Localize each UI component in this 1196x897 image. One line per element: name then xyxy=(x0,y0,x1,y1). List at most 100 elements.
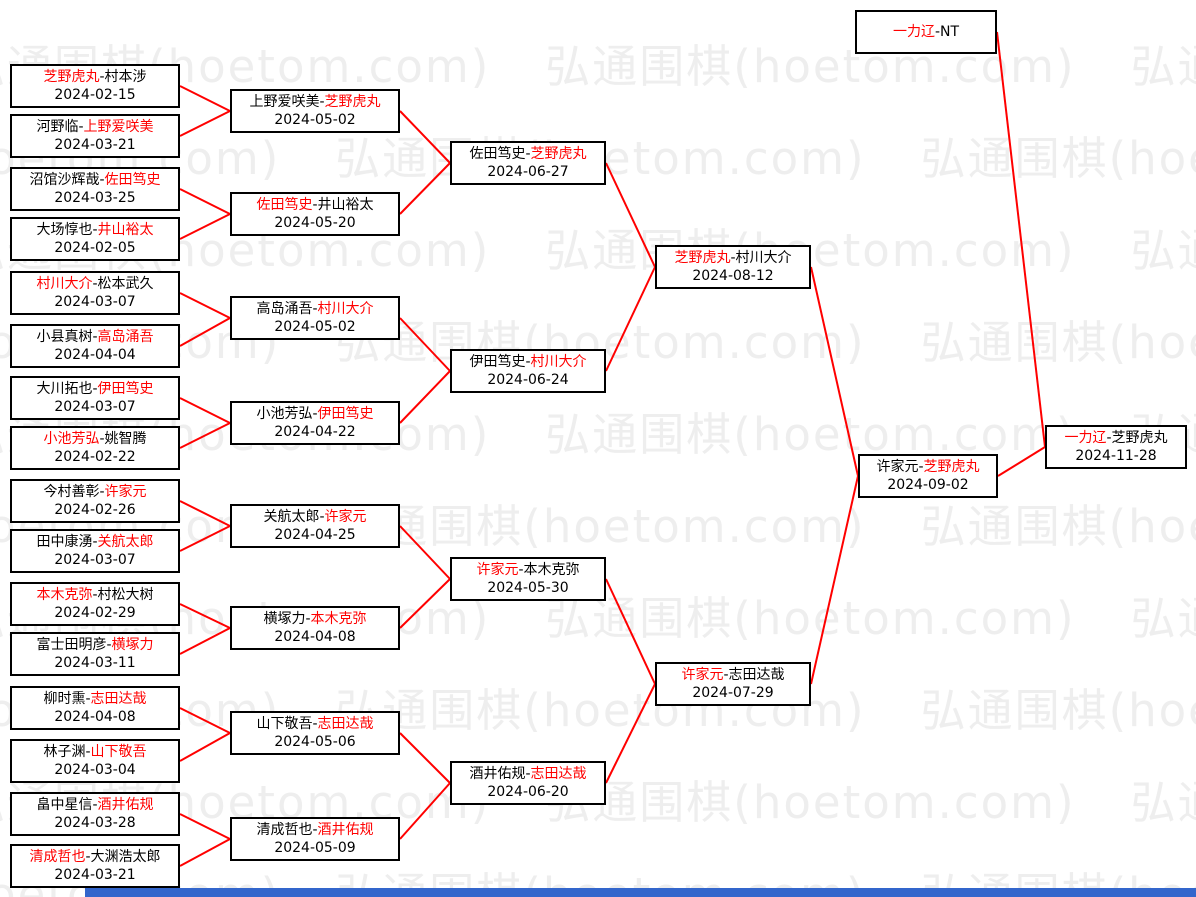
match-players: 许家元-芝野虎丸 xyxy=(876,458,979,476)
match-date: 2024-09-02 xyxy=(887,477,969,493)
player-name: 伊田笃史 xyxy=(469,354,526,370)
match-date: 2024-05-20 xyxy=(274,215,356,231)
match-players: 林子渊-山下敬吾 xyxy=(43,743,146,761)
match-date: 2024-04-04 xyxy=(54,347,136,363)
player-name: 许家元 xyxy=(324,509,367,525)
player-separator: - xyxy=(319,94,325,110)
match-date: 2024-05-02 xyxy=(274,112,356,128)
match-players: 佐田笃史-井山裕太 xyxy=(256,196,373,214)
player-name: 村川大介 xyxy=(36,276,93,292)
player-separator: - xyxy=(730,250,736,266)
watermark-text: 弘通围棋(hoetom.com) xyxy=(1130,592,1196,645)
match-date: 2024-03-11 xyxy=(54,655,136,671)
player-name: 芝野虎丸 xyxy=(530,146,587,162)
match-date: 2024-05-02 xyxy=(274,319,356,335)
player-separator: - xyxy=(518,562,524,578)
player-separator: - xyxy=(312,406,318,422)
player-name: 本木克弥 xyxy=(523,562,580,578)
player-name: 姚智腾 xyxy=(104,431,147,447)
player-name: 酒井佑规 xyxy=(97,797,154,813)
player-name: 芝野虎丸 xyxy=(1111,430,1168,446)
match-date: 2024-03-21 xyxy=(54,867,136,883)
player-name: 许家元 xyxy=(476,562,519,578)
player-name: 小池芳弘 xyxy=(43,431,100,447)
match-date: 2024-05-30 xyxy=(487,580,569,596)
player-name: 许家元 xyxy=(681,667,724,683)
player-name: 芝野虎丸 xyxy=(324,94,381,110)
player-separator: - xyxy=(918,459,924,475)
match-date: 2024-04-22 xyxy=(274,424,356,440)
match-date: 2024-06-27 xyxy=(487,164,569,180)
player-name: 志田达哉 xyxy=(317,716,374,732)
player-name: 山下敬吾 xyxy=(90,744,147,760)
match-players: 本木克弥-村松大树 xyxy=(36,586,153,604)
player-name: 村本涉 xyxy=(104,69,147,85)
match-players: 柳时熏-志田达哉 xyxy=(43,690,146,708)
bottom-bar xyxy=(85,888,1196,897)
player-name: 小县真树 xyxy=(36,329,93,345)
player-name: 村川大介 xyxy=(317,301,374,317)
match-date: 2024-04-25 xyxy=(274,527,356,543)
match-date: 2024-08-12 xyxy=(692,268,774,284)
player-name: 本木克弥 xyxy=(310,611,367,627)
player-name: 许家元 xyxy=(104,484,147,500)
match-players: 清成哲也-大渊浩太郎 xyxy=(29,848,160,866)
player-name: 一力辽 xyxy=(1064,430,1107,446)
watermark-text: 弘通围棋(hoetom.com) xyxy=(920,132,1196,185)
player-name: 小池芳弘 xyxy=(256,406,313,422)
match-date: 2024-02-29 xyxy=(54,605,136,621)
match-date: 2024-03-21 xyxy=(54,137,136,153)
match-players: 许家元-志田达哉 xyxy=(681,666,784,684)
player-name: 酒井佑规 xyxy=(317,822,374,838)
player-separator: - xyxy=(319,509,325,525)
player-name: 村川大介 xyxy=(735,250,792,266)
match-players: 小县真树-高岛涌吾 xyxy=(36,328,153,346)
titleholder-box: 一力辽-NT xyxy=(855,10,997,54)
watermark-text: 弘通围棋(hoetom.com) xyxy=(545,408,1076,461)
player-name: 酒井佑规 xyxy=(469,766,526,782)
match-players: 伊田笃史-村川大介 xyxy=(469,353,586,371)
player-name: 志田达哉 xyxy=(728,667,785,683)
match-date: 2024-06-24 xyxy=(487,372,569,388)
match-players: 芝野虎丸-村川大介 xyxy=(674,249,791,267)
match-players: 许家元-本木克弥 xyxy=(476,561,579,579)
match-date: 2024-03-04 xyxy=(54,762,136,778)
match-players: 大川拓也-伊田笃史 xyxy=(36,380,153,398)
match-players: 酒井佑规-志田达哉 xyxy=(469,765,586,783)
player-name: 伊田笃史 xyxy=(317,406,374,422)
player-separator: - xyxy=(312,197,318,213)
player-separator: - xyxy=(92,534,98,550)
player-separator: - xyxy=(99,484,105,500)
player-separator: - xyxy=(85,849,91,865)
player-name: NT xyxy=(940,24,960,40)
player-separator: - xyxy=(85,744,91,760)
player-name: 井山裕太 xyxy=(317,197,374,213)
match-date: 2024-05-06 xyxy=(274,734,356,750)
match-players: 横塚力-本木克弥 xyxy=(263,610,366,628)
player-name: 富士田明彦 xyxy=(36,637,107,653)
player-name: 柳时熏 xyxy=(43,691,86,707)
player-name: 高岛涌吾 xyxy=(97,329,154,345)
player-separator: - xyxy=(723,667,729,683)
match-box-round2-4: 小池芳弘-伊田笃史 2024-04-22 xyxy=(230,401,400,445)
player-name: 松本武久 xyxy=(97,276,154,292)
player-separator: - xyxy=(934,24,941,40)
